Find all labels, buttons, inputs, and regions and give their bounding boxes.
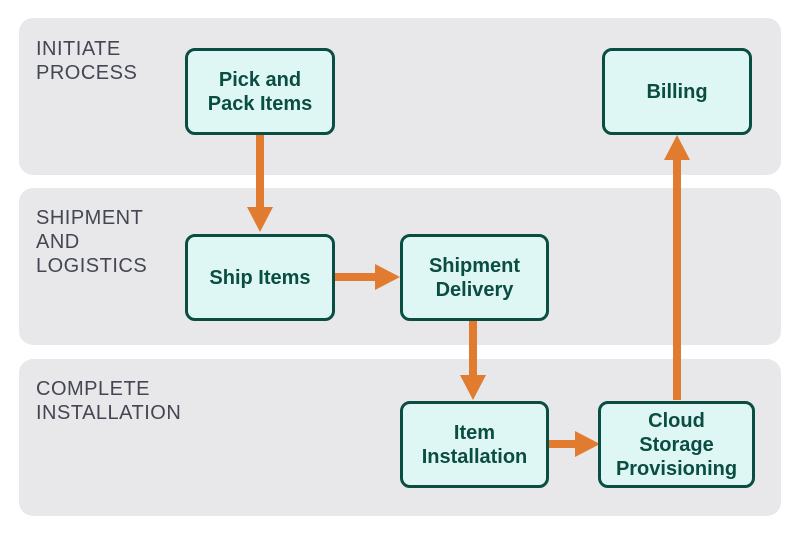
lane-label-initiate-process: INITIATE PROCESS [36, 38, 138, 84]
lane-label-shipment-logistics: SHIPMENT AND LOGISTICS [36, 207, 148, 277]
node-billing: Billing [602, 48, 752, 135]
node-shipment-delivery: Shipment Delivery [400, 234, 549, 321]
node-cloud-storage-provisioning: Cloud Storage Provisioning [598, 401, 755, 488]
node-ship-items: Ship Items [185, 234, 335, 321]
lane-label-complete-installation: COMPLETE INSTALLATION [36, 378, 182, 424]
node-pick-and-pack-items: Pick and Pack Items [185, 48, 335, 135]
node-item-installation: Item Installation [400, 401, 549, 488]
